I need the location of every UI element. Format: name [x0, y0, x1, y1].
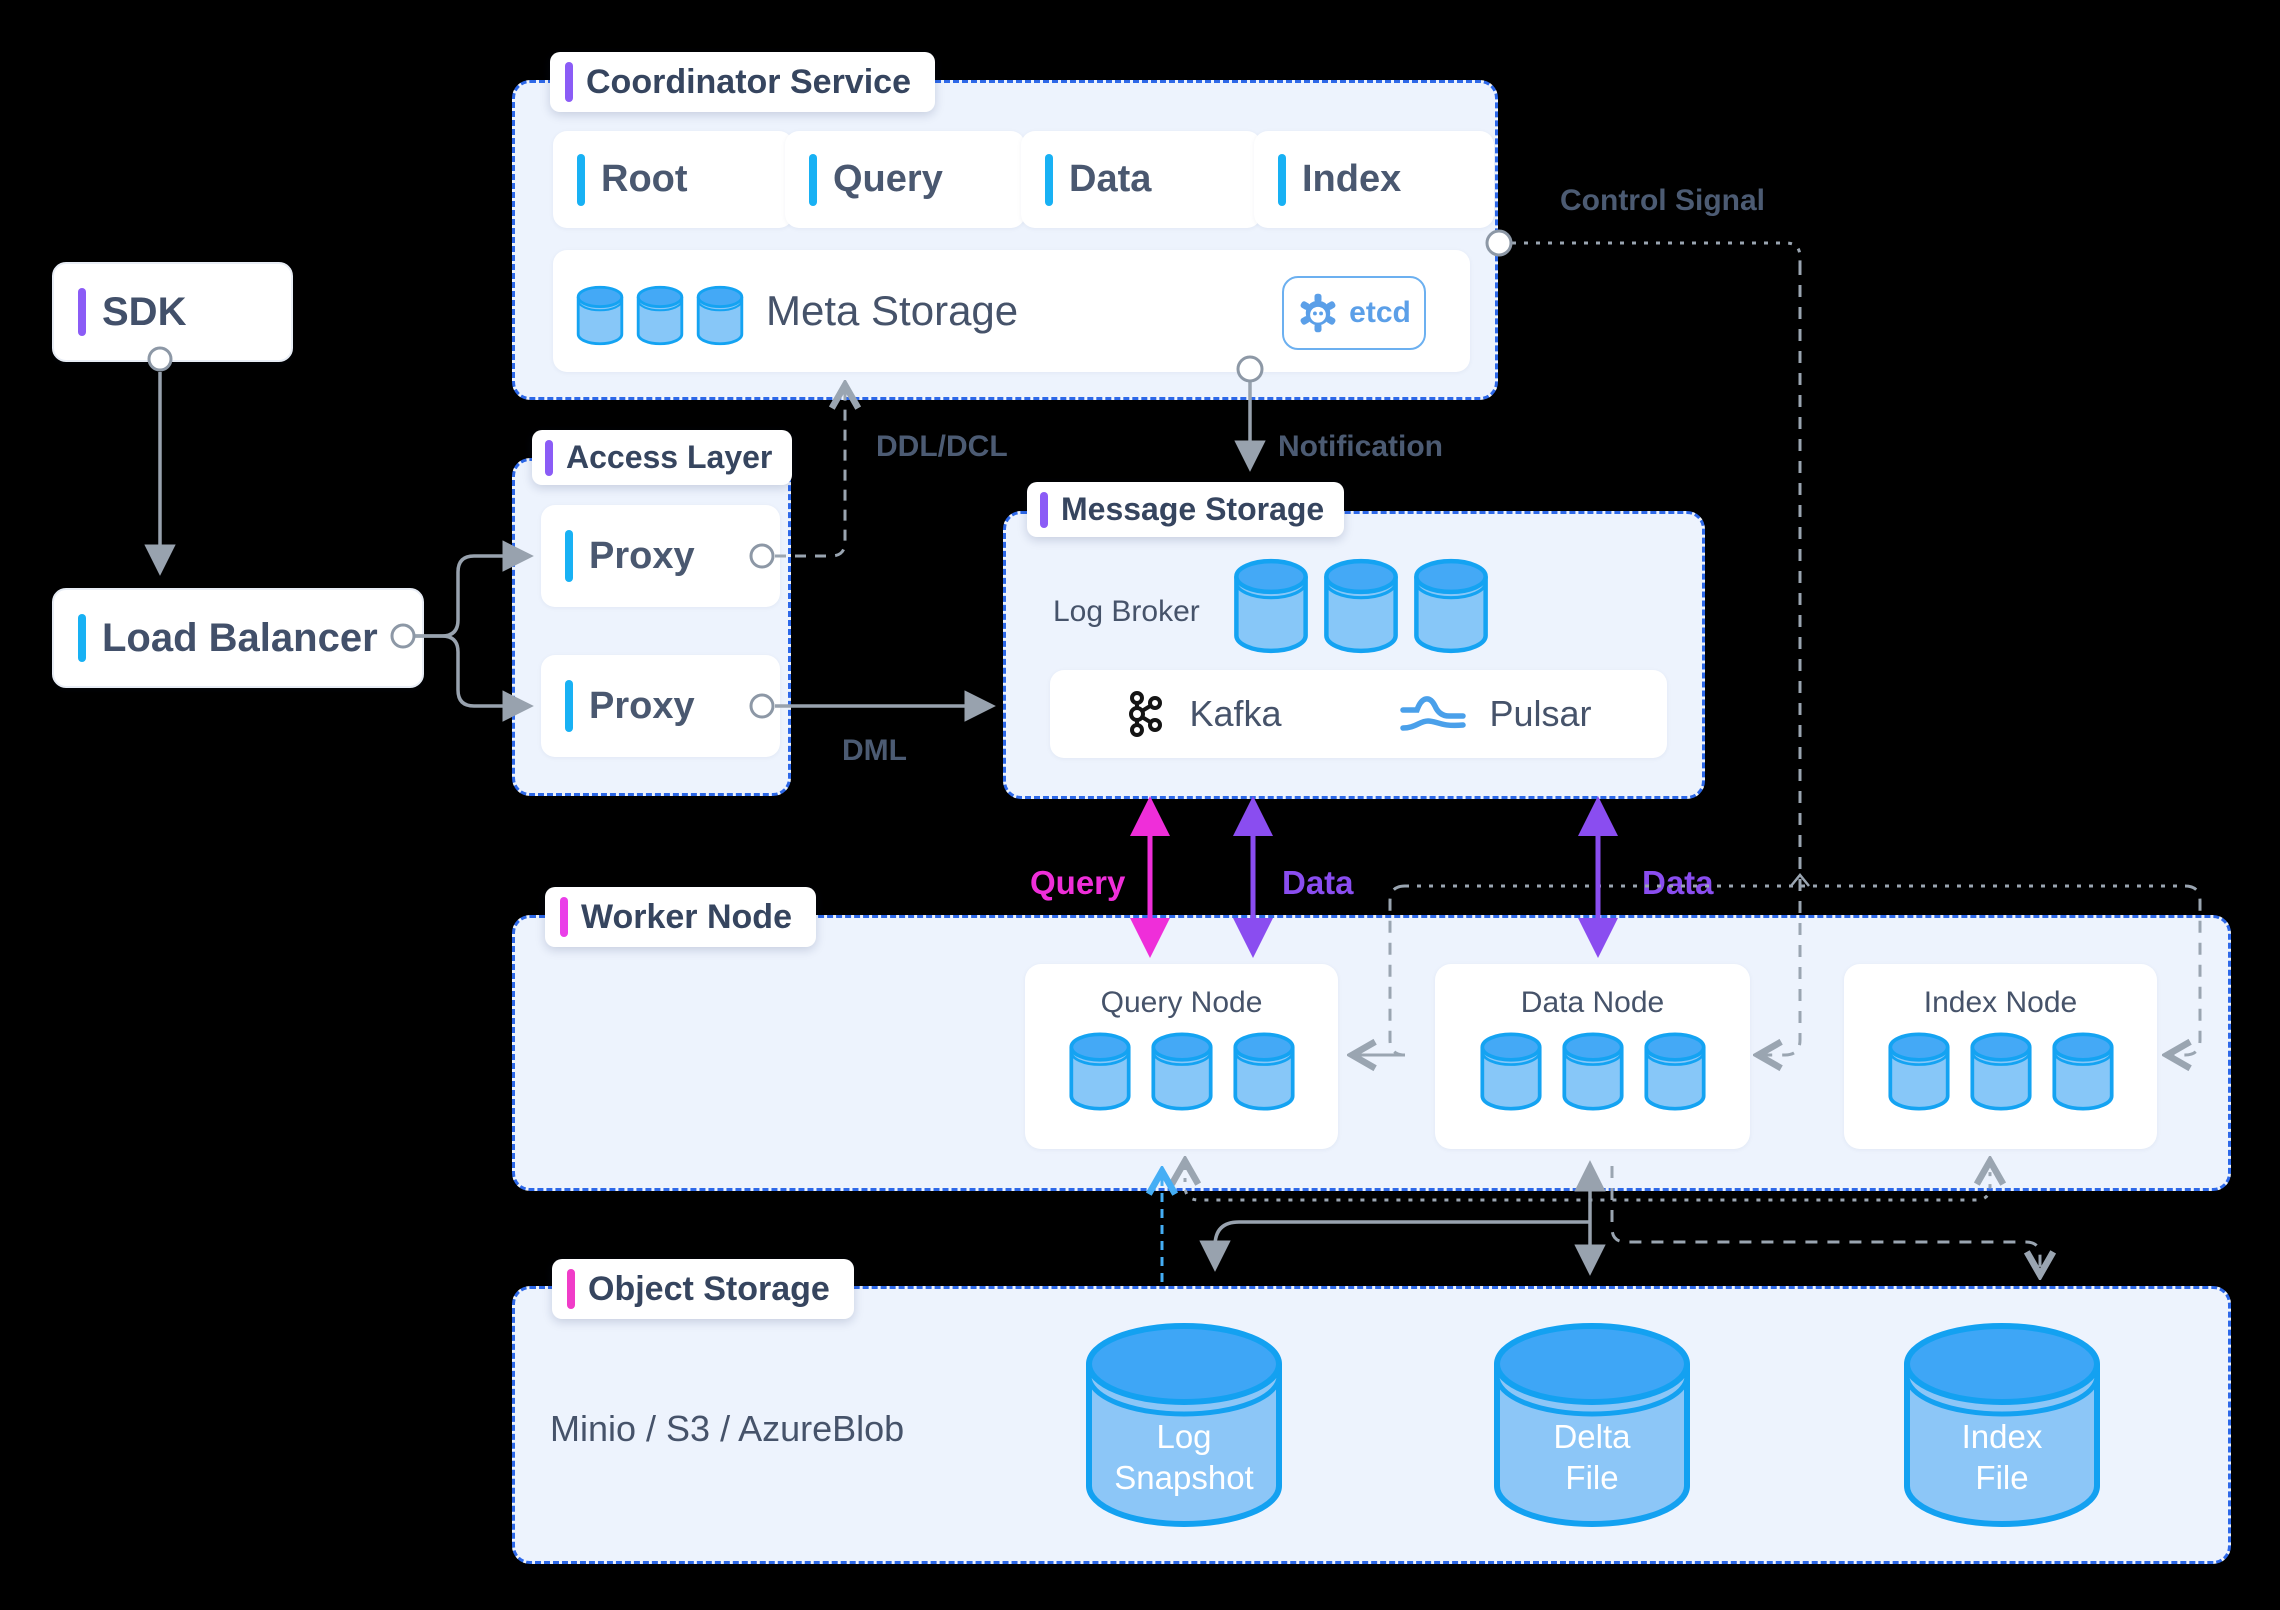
index-accent-bar: [1278, 153, 1286, 206]
broker-engines-card: Kafka Pulsar: [1050, 670, 1667, 758]
notification-label: Notification: [1278, 430, 1443, 463]
message-storage-title-tab: Message Storage: [1027, 482, 1345, 537]
proxy-2-label: Proxy: [589, 684, 695, 727]
coordinator-accent-bar: [565, 62, 573, 102]
coordinator-service-title-tab: Coordinator Service: [550, 52, 935, 112]
object-storage-caption: Minio / S3 / AzureBlob: [550, 1408, 905, 1449]
root-accent-bar: [577, 153, 585, 206]
load-balancer-label: Load Balancer: [102, 615, 378, 660]
edge-control-signal-horizontal: [1512, 241, 1802, 263]
data-node-cylinders: [1477, 1030, 1709, 1113]
object-storage-accent-bar: [567, 1269, 575, 1309]
delta-file-label: Delta File: [1490, 1416, 1694, 1499]
proxy-2-card: Proxy: [541, 655, 780, 757]
database-cylinder-icon: [1066, 1030, 1134, 1113]
control-junction-arrow: [1790, 873, 1810, 887]
data-flow-label-left: Data: [1282, 864, 1354, 901]
sdk-accent-bar: [78, 288, 86, 336]
delta-file-line2: File: [1565, 1459, 1619, 1497]
data-accent-bar: [1045, 153, 1053, 206]
pulsar-icon: [1400, 693, 1466, 735]
data-node-label: Data Node: [1520, 986, 1665, 1019]
database-cylinder-icon: [1230, 1030, 1298, 1113]
database-cylinder-icon: [1967, 1030, 2035, 1113]
kafka-icon: [1125, 690, 1165, 738]
ddl-dcl-label: DDL/DCL: [876, 430, 1008, 463]
database-cylinder-icon: [574, 284, 626, 347]
index-node-label: Index Node: [1923, 986, 2078, 1019]
log-broker-label: Log Broker: [1053, 595, 1200, 628]
query-coord-card: Query: [785, 131, 1025, 228]
worker-node-title: Worker Node: [581, 897, 792, 936]
load-balancer-accent-bar: [78, 614, 86, 662]
index-node-cylinders: [1885, 1030, 2117, 1113]
database-cylinder-icon: [1559, 1030, 1627, 1113]
sdk-box: SDK: [52, 262, 293, 362]
delta-file-cylinder: Delta File: [1490, 1320, 1694, 1532]
index-file-cylinder: Index File: [1900, 1320, 2104, 1532]
meta-storage-label: Meta Storage: [766, 287, 1019, 334]
data-coord-card: Data: [1021, 131, 1261, 228]
query-accent-bar: [809, 153, 817, 206]
message-storage-title: Message Storage: [1061, 491, 1325, 527]
index-file-line1: Index: [1961, 1418, 2043, 1455]
database-cylinder-icon: [1477, 1030, 1545, 1113]
log-snapshot-label: Log Snapshot: [1082, 1416, 1286, 1499]
access-layer-accent-bar: [545, 439, 553, 476]
object-storage-title-tab: Object Storage: [552, 1259, 854, 1319]
log-snapshot-line2: Snapshot: [1114, 1459, 1254, 1497]
log-snapshot-line1: Log: [1156, 1418, 1212, 1455]
proxy-2-accent-bar: [565, 680, 573, 732]
edge-lb-to-proxy1: [414, 540, 534, 638]
delta-file-line1: Delta: [1553, 1418, 1631, 1455]
index-node-card: Index Node: [1844, 964, 2157, 1149]
database-cylinder-icon: [1229, 556, 1313, 656]
root-label: Root: [601, 158, 688, 200]
root-coord-card: Root: [553, 131, 793, 228]
query-node-cylinders: [1066, 1030, 1298, 1113]
coordinator-title: Coordinator Service: [586, 62, 911, 101]
index-file-line2: File: [1975, 1459, 2029, 1497]
object-storage-title: Object Storage: [588, 1269, 830, 1308]
query-label: Query: [833, 158, 943, 200]
database-cylinder-icon: [1641, 1030, 1709, 1113]
index-file-label: Index File: [1900, 1416, 2104, 1499]
proxy-1-label: Proxy: [589, 534, 695, 577]
data-flow-label-right: Data: [1642, 864, 1714, 901]
proxy-1-accent-bar: [565, 530, 573, 582]
database-cylinder-icon: [2049, 1030, 2117, 1113]
database-cylinder-icon: [1319, 556, 1403, 656]
pulsar-label: Pulsar: [1489, 693, 1592, 734]
edge-lb-to-proxy2: [414, 634, 534, 722]
proxy-1-card: Proxy: [541, 505, 780, 607]
load-balancer-box: Load Balancer: [52, 588, 424, 688]
index-coord-card: Index: [1254, 131, 1494, 228]
database-cylinder-icon: [1885, 1030, 1953, 1113]
database-cylinder-icon: [634, 284, 686, 347]
etcd-badge: etcd: [1282, 276, 1426, 350]
worker-node-title-tab: Worker Node: [545, 887, 816, 947]
data-label: Data: [1069, 158, 1152, 200]
kafka-label: Kafka: [1189, 693, 1282, 734]
access-layer-title: Access Layer: [566, 439, 773, 475]
log-snapshot-cylinder: Log Snapshot: [1082, 1320, 1286, 1532]
database-cylinder-icon: [1409, 556, 1493, 656]
dml-label: DML: [842, 734, 907, 767]
database-cylinder-icon: [694, 284, 746, 347]
sdk-label: SDK: [102, 289, 187, 334]
control-signal-label: Control Signal: [1560, 184, 1765, 217]
data-node-card: Data Node: [1435, 964, 1750, 1149]
query-flow-label: Query: [1030, 864, 1126, 901]
database-cylinder-icon: [1148, 1030, 1216, 1113]
etcd-gear-icon: [1297, 292, 1339, 334]
index-label: Index: [1302, 158, 1402, 200]
access-layer-title-tab: Access Layer: [532, 430, 793, 485]
query-node-label: Query Node: [1100, 986, 1263, 1019]
worker-node-accent-bar: [560, 897, 568, 937]
etcd-badge-label: etcd: [1349, 296, 1411, 329]
message-storage-accent-bar: [1040, 491, 1048, 528]
edge-data-node-to-log-snapshot: [1199, 1220, 1590, 1272]
query-node-card: Query Node: [1025, 964, 1338, 1149]
